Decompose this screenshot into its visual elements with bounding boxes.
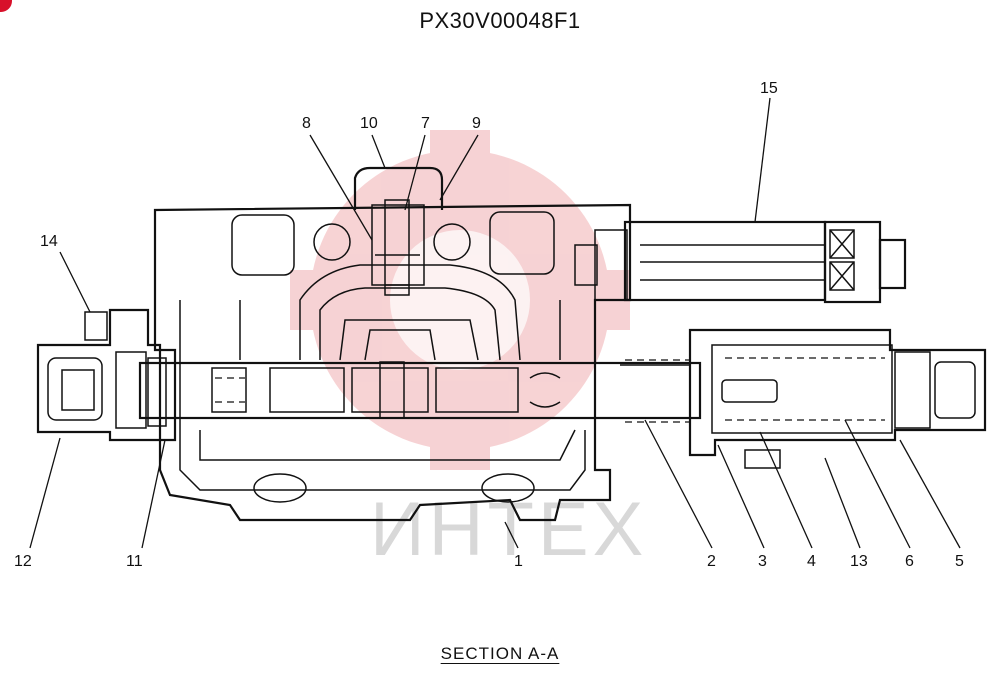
top-plug — [353, 166, 444, 296]
leader-lines — [29, 97, 961, 549]
callout-8: 8 — [302, 115, 311, 132]
right-spring-housing — [620, 328, 987, 469]
callout-4: 4 — [807, 553, 816, 570]
callout-2: 2 — [707, 553, 716, 570]
section-label: SECTION A-A — [0, 644, 1000, 664]
solenoid — [574, 220, 907, 304]
callout-12: 12 — [14, 553, 32, 570]
callout-11: 11 — [126, 553, 143, 570]
callout-6: 6 — [905, 553, 914, 570]
callout-5: 5 — [955, 553, 964, 570]
drawing-code: PX30V00048F1 — [419, 8, 581, 33]
section-label-text: SECTION A-A — [440, 644, 560, 663]
spool — [138, 361, 702, 420]
left-end-cap — [36, 308, 167, 442]
callout-13: 13 — [850, 553, 868, 570]
valve-body — [153, 203, 632, 522]
callout-9: 9 — [472, 115, 481, 132]
watermark-gear-hole — [390, 230, 530, 370]
callout-15: 15 — [760, 80, 778, 97]
callout-1: 1 — [514, 553, 523, 570]
callout-10: 10 — [360, 115, 378, 132]
callout-14: 14 — [40, 233, 58, 250]
callout-7: 7 — [421, 115, 430, 132]
callout-3: 3 — [758, 553, 767, 570]
